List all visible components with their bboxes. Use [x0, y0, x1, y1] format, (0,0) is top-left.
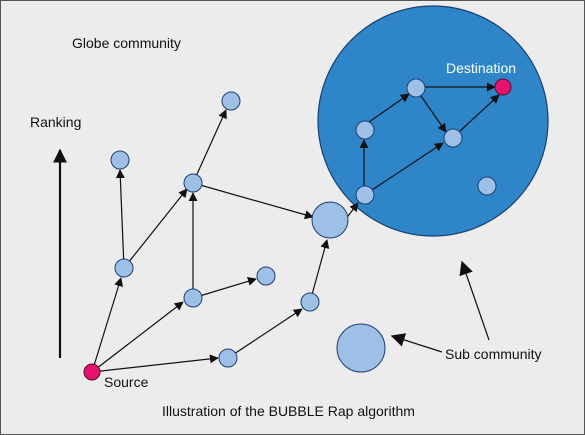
node: [218, 348, 238, 368]
edge-n1-n5: [123, 188, 188, 269]
edge-n5-n6: [192, 109, 227, 184]
node: [183, 173, 203, 193]
edge-n2-n7: [192, 277, 257, 299]
globe-community-label: Globe community: [72, 35, 181, 51]
node: [114, 258, 134, 278]
sub-community-circle: [317, 5, 549, 237]
node: [183, 288, 203, 308]
globe-nodes: [110, 91, 386, 373]
node: [355, 120, 375, 140]
sub-community-label: Sub community: [445, 346, 541, 362]
edge-n9-n8: [309, 239, 330, 303]
node: [221, 91, 241, 111]
node: [355, 185, 375, 205]
node: [443, 128, 463, 148]
node: [300, 292, 320, 312]
ranking-label: Ranking: [30, 114, 81, 130]
globe-edges: [91, 109, 359, 373]
edge-source-n3: [91, 354, 219, 373]
edge-c2-c3: [368, 93, 410, 123]
edge-c1-c4: [371, 142, 444, 191]
large-node: [311, 201, 349, 239]
destination-label: Destination: [446, 60, 516, 76]
edge-n5-n8: [192, 182, 314, 220]
caption: Illustration of the BUBBLE Rap algorithm: [162, 403, 415, 419]
node: [256, 266, 276, 286]
edge-n1-n4: [115, 169, 125, 269]
source-node: [83, 363, 101, 381]
source-label: Source: [104, 374, 149, 390]
community-nodes: [355, 78, 497, 205]
edge-source-n1: [91, 277, 123, 373]
community-edges: [359, 82, 500, 191]
edge-n3-n9: [227, 308, 303, 359]
node: [110, 150, 130, 170]
pointer-arrow-community: [459, 260, 490, 341]
bubble-node: [336, 323, 386, 373]
destination-node: [494, 78, 512, 96]
edge-c4-destination: [459, 94, 500, 132]
node: [406, 78, 426, 98]
edge-source-n2: [91, 301, 184, 373]
edge-c3-c4: [420, 95, 447, 133]
pointer-arrow-bubble: [390, 333, 443, 353]
node: [477, 176, 497, 196]
